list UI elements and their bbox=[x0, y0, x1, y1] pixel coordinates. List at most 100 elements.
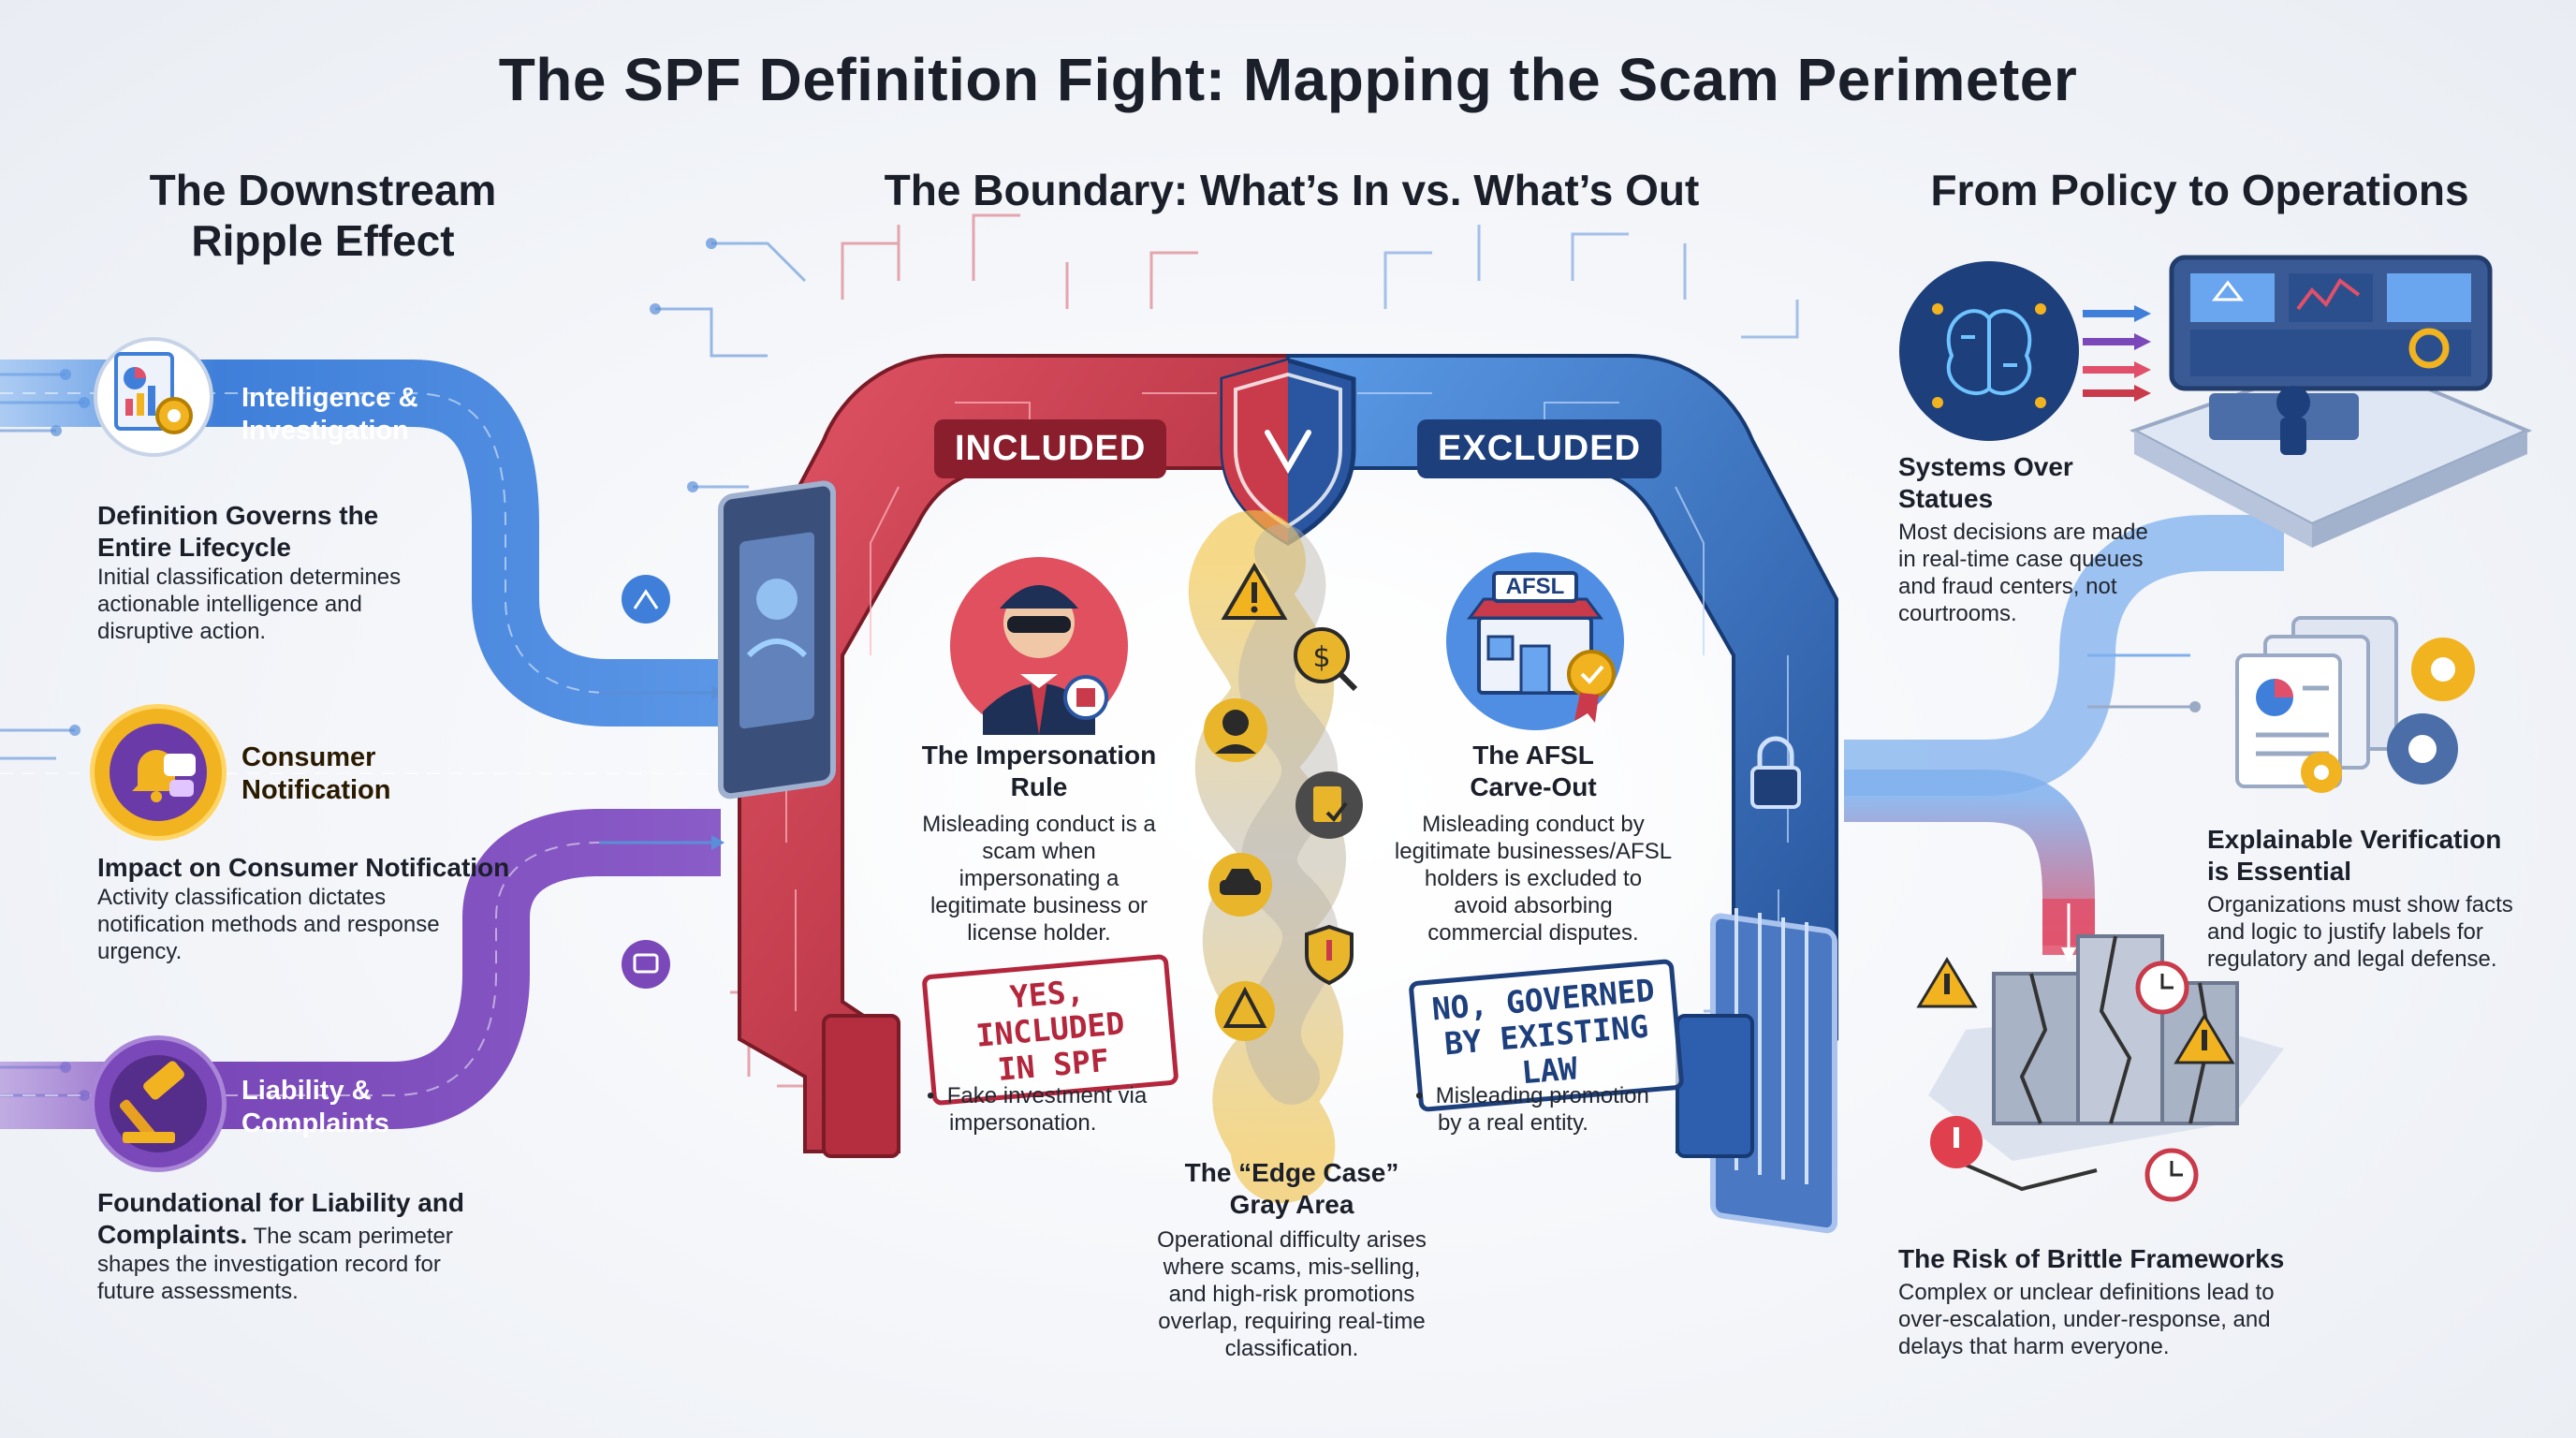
block-body-line: disruptive action. bbox=[97, 619, 267, 644]
band-label-intelligence: Intelligence & Investigation bbox=[242, 382, 418, 448]
rule-body-line: Misleading conduct by bbox=[1422, 812, 1645, 837]
block-body-line: Complex or unclear definitions lead to bbox=[1898, 1280, 2275, 1305]
rule-body-line: commercial disputes. bbox=[1427, 920, 1639, 946]
block-body-line: delays that harm everyone. bbox=[1898, 1334, 2170, 1359]
brittle-block: The Risk of Brittle Frameworks Complex o… bbox=[1898, 1243, 2348, 1360]
page-title: The SPF Definition Fight: Mapping the Sc… bbox=[498, 46, 2078, 113]
band-label-line2: Complaints bbox=[242, 1108, 389, 1138]
report-gear-icon bbox=[94, 337, 213, 457]
right-column-heading: From Policy to Operations bbox=[1930, 166, 2469, 214]
car-icon bbox=[1208, 853, 1272, 917]
afsl-badge-text: AFSL bbox=[1505, 574, 1565, 599]
warning-scale-icon bbox=[1215, 981, 1275, 1041]
afsl-storefront-icon bbox=[1446, 552, 1624, 730]
block-body-line: in real-time case queues bbox=[1898, 547, 2144, 572]
block-heading: Systems Over bbox=[1898, 452, 2073, 481]
bullet-text: Misleading promotion bbox=[1435, 1083, 1649, 1108]
block-heading: Impact on Consumer Notification bbox=[97, 853, 510, 882]
rule-body-line: legitimate businesses/AFSL bbox=[1394, 839, 1673, 864]
rule-title: Rule bbox=[1010, 772, 1068, 801]
included-label: INCLUDED bbox=[934, 419, 1167, 478]
block-heading: Foundational for Liability and bbox=[97, 1188, 464, 1217]
left-heading-line2: Ripple Effect bbox=[191, 216, 455, 265]
block-body-line: The scam perimeter bbox=[247, 1224, 453, 1249]
band-label-line2: Notification bbox=[242, 775, 391, 805]
gray-area-body-line: classification. bbox=[1224, 1336, 1359, 1361]
rule-body-line: holders is excluded to bbox=[1424, 866, 1643, 891]
left-column-heading: The Downstream Ripple Effect bbox=[94, 165, 552, 266]
left-block-notification: Impact on Consumer Notification Activity… bbox=[97, 852, 565, 965]
block-body-line: notification methods and response bbox=[97, 912, 440, 937]
gray-area-title: The “Edge Case” bbox=[1184, 1158, 1399, 1187]
broken-blocks-icon bbox=[1916, 934, 2284, 1202]
svg-text:$: $ bbox=[1312, 641, 1330, 674]
bullet-text: impersonation. bbox=[949, 1110, 1097, 1136]
gray-area-smoke bbox=[1188, 510, 1346, 1203]
block-body-line: and fraud centers, not bbox=[1898, 574, 2117, 599]
block-body-line: Most decisions are made bbox=[1898, 520, 2148, 545]
explainable-block: Explainable Verification is Essential Or… bbox=[2207, 824, 2563, 973]
gray-area-body-line: where scams, mis-selling, bbox=[1163, 1255, 1421, 1280]
block-heading: Complaints. bbox=[97, 1220, 248, 1249]
band-label-line1: Intelligence & bbox=[242, 383, 418, 413]
rule-body-line: legitimate business or bbox=[929, 893, 1149, 918]
block-body-line: future assessments. bbox=[97, 1279, 299, 1304]
bullet-text: by a real entity. bbox=[1438, 1110, 1588, 1136]
rule-body-line: scam when bbox=[982, 839, 1096, 864]
rule-body-line: impersonating a bbox=[959, 866, 1120, 891]
block-body-line: Initial classification determines bbox=[97, 565, 402, 590]
documents-gears-icon bbox=[2235, 616, 2475, 793]
systems-block: Systems Over Statues Most decisions are … bbox=[1898, 451, 2198, 627]
block-heading: Definition Governs the bbox=[97, 501, 379, 530]
block-body-line: shapes the investigation record for bbox=[97, 1252, 441, 1277]
included-example: • Fake investment via impersonation. bbox=[927, 1082, 1208, 1137]
right-red-band bbox=[1844, 770, 2095, 946]
link-node-icon-2 bbox=[622, 940, 670, 989]
bullet-dot: • bbox=[927, 1083, 947, 1108]
shield-warning-icon bbox=[1305, 924, 1354, 986]
warning-triangle-icon bbox=[1221, 563, 1288, 620]
band-label-notification: Consumer Notification bbox=[242, 741, 391, 807]
block-heading: Explainable Verification bbox=[2207, 825, 2502, 854]
gavel-icon bbox=[90, 1035, 227, 1172]
gray-area-title: Gray Area bbox=[1229, 1190, 1354, 1219]
block-heading: Entire Lifecycle bbox=[97, 533, 291, 562]
center-column-heading: The Boundary: What’s In vs. What’s Out bbox=[884, 166, 1700, 214]
impersonation-rule: The Impersonation Rule Misleading conduc… bbox=[880, 740, 1198, 946]
excluded-label: EXCLUDED bbox=[1417, 419, 1662, 478]
block-body-line: over-escalation, under-response, and bbox=[1898, 1307, 2271, 1332]
block-body-line: Organizations must show facts bbox=[2207, 892, 2513, 917]
operations-center-icon bbox=[2129, 255, 2533, 548]
gray-area-block: The “Edge Case” Gray Area Operational di… bbox=[1123, 1157, 1460, 1362]
impersonator-icon bbox=[950, 557, 1128, 735]
block-body-line: actionable intelligence and bbox=[97, 592, 362, 617]
band-label-line1: Liability & bbox=[242, 1076, 372, 1106]
excluded-example: • Misleading promotion by a real entity. bbox=[1415, 1082, 1696, 1137]
disguised-person-icon bbox=[1204, 698, 1267, 762]
bell-chat-icon bbox=[90, 704, 227, 841]
left-heading-line1: The Downstream bbox=[149, 166, 497, 214]
block-body-line: and logic to justify labels for bbox=[2207, 919, 2483, 945]
block-heading: is Essential bbox=[2207, 857, 2352, 886]
left-block-lifecycle: Definition Governs the Entire Lifecycle … bbox=[97, 500, 528, 645]
shield-icon bbox=[1220, 358, 1356, 546]
block-body-line: Activity classification dictates bbox=[97, 885, 387, 910]
rule-title: Carve-Out bbox=[1470, 772, 1597, 801]
block-body-line: courtrooms. bbox=[1898, 601, 2017, 626]
band-label-line2: Investigation bbox=[242, 416, 409, 446]
gray-area-body-line: Operational difficulty arises bbox=[1157, 1227, 1427, 1253]
rule-title: The AFSL bbox=[1472, 741, 1594, 770]
afsl-carve-out: The AFSL Carve-Out Misleading conduct by… bbox=[1374, 740, 1692, 946]
rule-body-line: Misleading conduct is a bbox=[922, 812, 1156, 837]
block-heading: The Risk of Brittle Frameworks bbox=[1898, 1244, 2285, 1273]
identity-tablet-icon bbox=[718, 480, 836, 800]
block-heading: Statues bbox=[1898, 484, 1994, 513]
block-body-line: regulatory and legal defense. bbox=[2207, 946, 2497, 972]
brain-icon bbox=[1899, 261, 2079, 441]
money-search-icon: $ bbox=[1294, 627, 1358, 692]
link-node-icon bbox=[622, 575, 670, 624]
bullet-dot: • bbox=[1415, 1083, 1436, 1108]
bullet-text: Fake investment via bbox=[946, 1083, 1148, 1108]
band-label-line1: Consumer bbox=[242, 742, 376, 772]
rule-title: The Impersonation bbox=[921, 741, 1157, 770]
